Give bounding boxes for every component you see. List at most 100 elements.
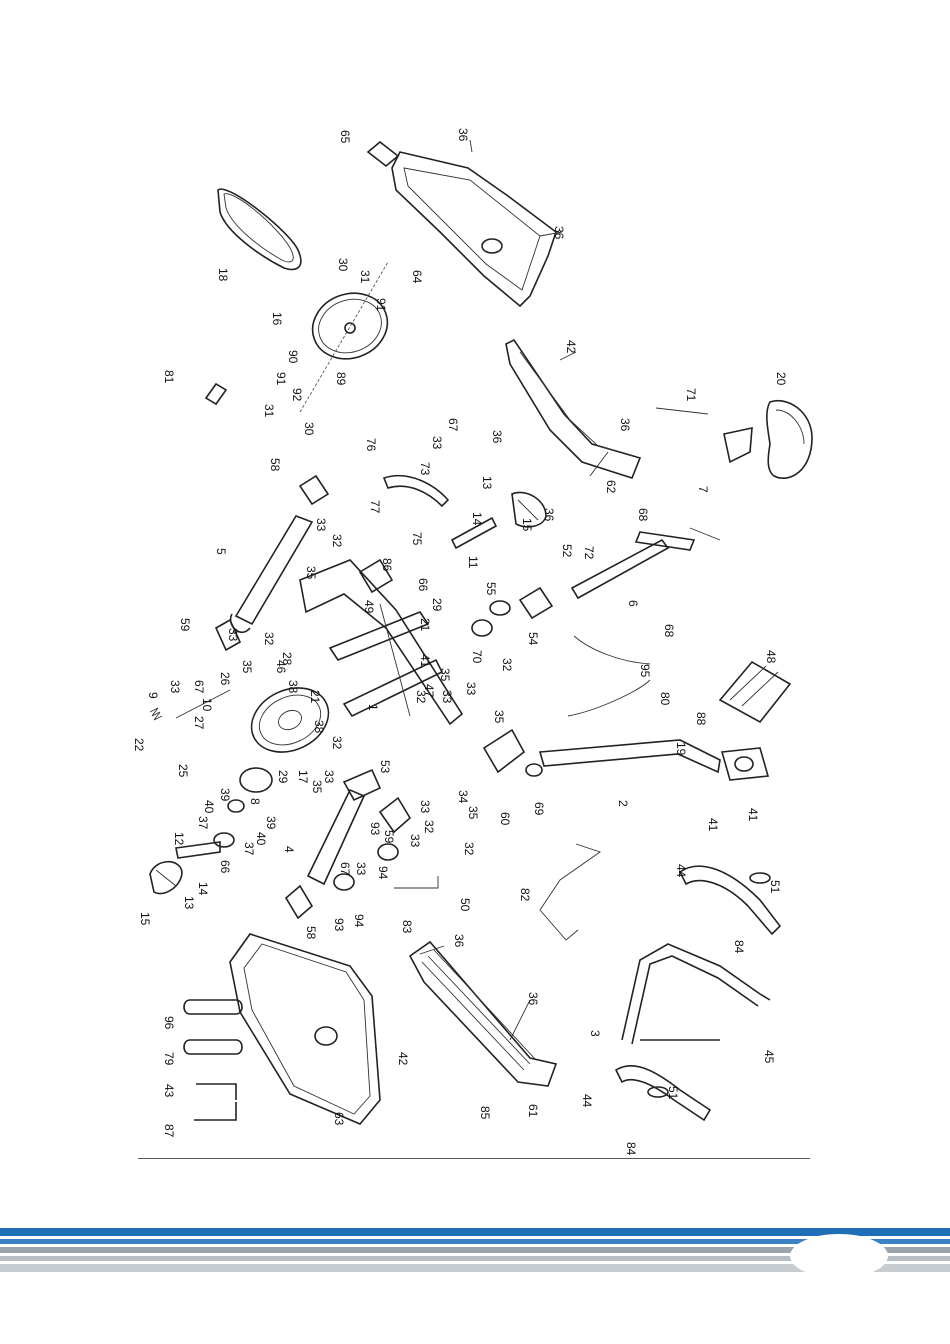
front-stabilizer: [306, 768, 382, 886]
allen-key-87: [194, 1102, 237, 1121]
callout-c50: 50: [458, 898, 472, 912]
rear-upright-cover: [505, 338, 642, 479]
callout-c51b: 51: [666, 1086, 680, 1100]
grip-44b: [614, 1065, 712, 1122]
callout-c30a: 30: [336, 258, 350, 272]
pedal-15-top: [511, 491, 547, 528]
callout-c35d: 35: [492, 710, 506, 724]
callout-c1: 1: [366, 704, 380, 711]
callout-c19: 19: [674, 742, 688, 756]
spring-22: [149, 707, 163, 721]
callout-c45: 45: [762, 1050, 776, 1064]
callout-c33h: 33: [418, 800, 432, 814]
callout-c77: 77: [368, 500, 382, 514]
sensor-part: [204, 382, 228, 406]
callout-c7: 7: [696, 486, 710, 493]
callout-c21b: 21: [308, 690, 322, 704]
callout-c84b: 84: [624, 1142, 638, 1156]
guard-60: [482, 728, 526, 774]
callout-c32a: 32: [330, 534, 344, 548]
callout-c20: 20: [774, 372, 788, 386]
callout-c25: 25: [176, 764, 190, 778]
callout-c65: 65: [338, 130, 352, 144]
callout-c2: 2: [616, 800, 630, 807]
callout-c39b: 39: [264, 816, 278, 830]
callout-c81: 81: [162, 370, 176, 384]
callout-c5: 5: [214, 548, 228, 555]
callout-c10: 10: [200, 698, 214, 712]
callout-c32d: 32: [414, 690, 428, 704]
handlebar-frame: [621, 943, 771, 1045]
callout-c53: 53: [378, 760, 392, 774]
callout-c33c: 33: [226, 628, 240, 642]
callout-c40b: 40: [254, 832, 268, 846]
callout-c46: 46: [274, 660, 288, 674]
callout-c96: 96: [162, 1016, 176, 1030]
callout-c15b: 15: [138, 912, 152, 926]
callout-c33j: 33: [408, 834, 422, 848]
callout-c91a: 91: [374, 298, 388, 312]
callout-c18: 18: [216, 268, 230, 282]
callout-c63: 63: [332, 1112, 346, 1126]
callout-c59b: 59: [382, 830, 396, 844]
cap-51a: [749, 872, 771, 884]
callout-c58b: 58: [304, 926, 318, 940]
callout-c41b: 41: [746, 808, 760, 822]
callout-c94a: 94: [376, 866, 390, 880]
allen-key-43: [196, 1083, 237, 1100]
callout-c12: 12: [172, 832, 186, 846]
callout-c39a: 39: [218, 788, 232, 802]
callout-c14a: 14: [470, 512, 484, 526]
callout-c11: 11: [466, 556, 480, 569]
callout-c32c: 32: [500, 658, 514, 672]
callout-c32e: 32: [330, 736, 344, 750]
callout-c95: 95: [638, 664, 652, 678]
callout-c17: 17: [296, 770, 310, 784]
callout-c68a: 68: [636, 508, 650, 522]
callout-c66a: 66: [416, 578, 430, 592]
callout-c33a: 33: [430, 436, 444, 450]
callout-c32f: 32: [462, 842, 476, 856]
wheel-94a: [377, 843, 399, 861]
callout-c6: 6: [626, 600, 640, 607]
pedal-15-bottom: [149, 860, 183, 895]
seat-bracket: [723, 426, 753, 464]
seat: [766, 399, 813, 479]
callout-c13a: 13: [480, 476, 494, 490]
callout-c13b: 13: [182, 896, 196, 910]
callout-c33i: 33: [354, 862, 368, 876]
callout-c49: 49: [362, 600, 376, 614]
callout-c94b: 94: [352, 914, 366, 928]
callout-c21a: 21: [418, 618, 432, 632]
callout-c35a: 35: [304, 566, 318, 580]
callout-c31b: 31: [262, 404, 276, 418]
magnet-block: [358, 558, 394, 594]
ring-69: [525, 763, 543, 777]
callout-c33e: 33: [440, 690, 454, 704]
callout-c93b: 93: [332, 918, 346, 932]
pedal-48: [718, 660, 792, 724]
callout-c33d: 33: [168, 680, 182, 694]
callout-c44a: 44: [674, 864, 688, 878]
stripe-4: [0, 1256, 950, 1261]
callout-c42a: 42: [564, 340, 578, 354]
callout-c36c: 36: [490, 430, 504, 444]
callout-c15a: 15: [520, 518, 534, 532]
callout-c32g: 32: [422, 820, 436, 834]
callout-c60: 60: [498, 812, 512, 826]
wrench-96: [183, 999, 243, 1015]
end-cap-58: [298, 474, 330, 506]
callout-c35f: 35: [466, 806, 480, 820]
callout-c67a: 67: [446, 418, 460, 432]
callout-c69: 69: [532, 802, 546, 816]
end-cap-59b: [378, 796, 412, 834]
callout-c62: 62: [604, 480, 618, 494]
stripe-1: [0, 1228, 950, 1236]
callout-c34: 34: [456, 790, 470, 804]
callout-c76: 76: [364, 438, 378, 452]
callout-c91b: 91: [274, 372, 288, 386]
plate-88: [720, 747, 770, 781]
callout-c90: 90: [286, 350, 300, 364]
upper-side-cover: [391, 151, 557, 308]
